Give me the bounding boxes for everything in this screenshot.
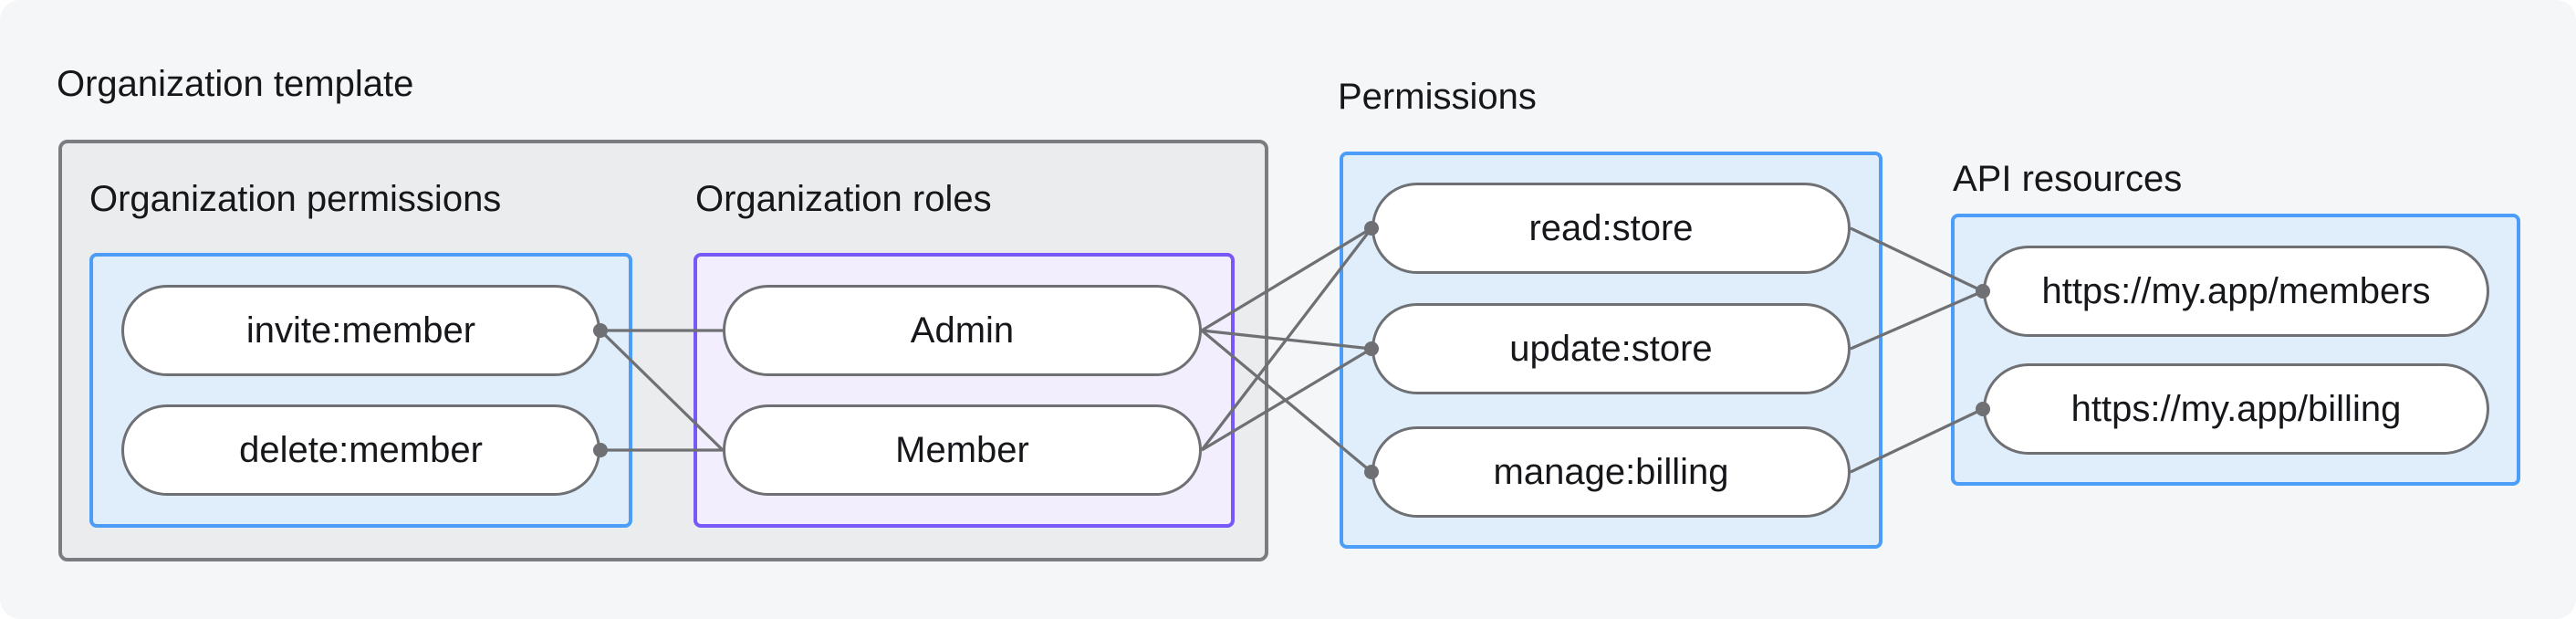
node-update-store: update:store bbox=[1371, 303, 1851, 394]
node-member-role: Member bbox=[723, 404, 1202, 496]
organization-permissions-label: Organization permissions bbox=[89, 179, 502, 219]
organization-template-label: Organization template bbox=[57, 64, 414, 104]
node-read-store: read:store bbox=[1371, 183, 1851, 274]
permissions-label: Permissions bbox=[1338, 77, 1537, 117]
organization-roles-label: Organization roles bbox=[695, 179, 992, 219]
node-invite-member: invite:member bbox=[121, 285, 600, 376]
node-api-billing: https://my.app/billing bbox=[1983, 363, 2489, 455]
node-api-members: https://my.app/members bbox=[1983, 246, 2489, 337]
node-delete-member: delete:member bbox=[121, 404, 600, 496]
node-admin-role: Admin bbox=[723, 285, 1202, 376]
api-resources-label: API resources bbox=[1953, 159, 2183, 199]
node-manage-billing: manage:billing bbox=[1371, 426, 1851, 518]
